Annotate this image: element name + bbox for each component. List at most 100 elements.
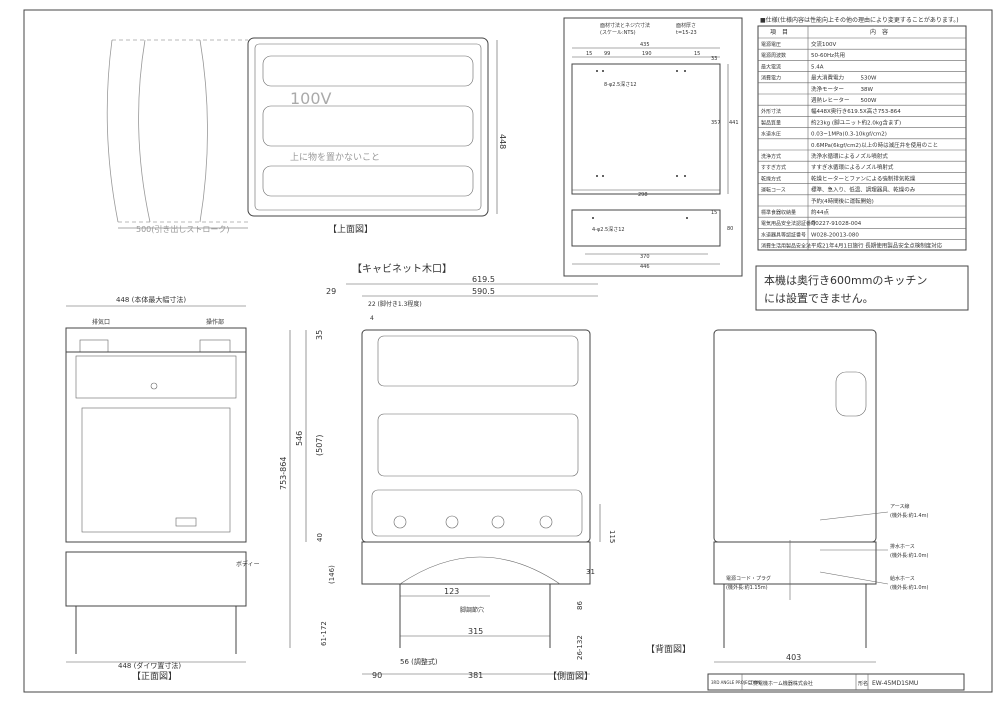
spec-row-content: 50-60Hz共用 <box>811 51 845 59</box>
cutout-dim-190: 190 <box>642 51 652 57</box>
spec-row-content: 乾燥ヒーターとファンによる強制排気乾燥 <box>811 174 916 182</box>
spec-row-item: 最大電流 <box>761 63 781 70</box>
spec-row-content: 洗浄水循環によるノズル噴射式 <box>811 152 888 160</box>
cutout-dim-441: 441 <box>729 120 739 126</box>
side-dim-507: (507) <box>315 434 324 456</box>
front-body <box>65 351 247 543</box>
back-label-supply-len: (機外長:約1.0m) <box>890 584 928 591</box>
drawer-ghost-right <box>199 39 208 223</box>
title-name-label: 形名 <box>858 680 868 687</box>
cutout-dim-15b: 15 <box>694 51 700 57</box>
title-company: 三菱電機ホーム機器株式会社 <box>748 680 813 687</box>
side-knob <box>445 515 459 529</box>
spec-row-item: 標準食器収納量 <box>761 209 796 216</box>
cutout-dim-435: 435 <box>640 42 650 48</box>
spec-table: ■仕様(仕様内容は性能向上その他の理由により変更することがあります。) 項 目 … <box>757 16 967 251</box>
side-dim-90: 90 <box>372 671 382 680</box>
title-block: 3RD ANGLE PROJECTION 三菱電機ホーム機器株式会社 形名 EW… <box>707 673 965 691</box>
cutout-thickness-a: 面材厚さ <box>676 22 696 29</box>
side-dim-381: 381 <box>468 671 483 680</box>
spec-row-item: 水道水圧 <box>761 131 781 138</box>
cutout-title-a: 面材寸法とネジ穴寸法 <box>600 22 650 29</box>
side-dim-315: 315 <box>468 627 483 636</box>
back-body <box>713 329 877 543</box>
cutout-thickness-b: t=15-23 <box>676 30 697 36</box>
side-dim-4: 4 <box>370 315 374 322</box>
back-label-earth-len: (機外長:約1.4m) <box>890 512 928 519</box>
side-dim-31: 31 <box>586 568 595 576</box>
notice-frame <box>755 265 969 311</box>
side-body <box>361 329 591 543</box>
back-label-cord: 電源コード・プラグ <box>726 575 771 582</box>
drawer-ghost-left2 <box>138 39 151 223</box>
spec-row-content: すすぎ水循環によるノズル噴射式 <box>811 163 894 171</box>
side-middle-ribs <box>377 413 579 477</box>
front-base <box>65 551 247 607</box>
spec-row-item: 消費生活用製品安全法 <box>761 243 811 250</box>
notice-line1: 本機は奥行き600mmのキッチン <box>764 273 927 287</box>
front-view: 448 (本体最大幅寸法) 排気口 操作部 ボディー 448 (ダイワ置寸法) … <box>65 295 260 682</box>
side-dim-35: 35 <box>315 330 324 340</box>
spec-row-content: 週熱レヒーター 500W <box>811 96 877 104</box>
spec-row-content: 0.03~1MPa(0.3-10kgf/cm2) <box>811 132 887 138</box>
top-panel-warning: 上に物を置かないこと <box>290 151 380 163</box>
spec-row-content: 平成21年4月1日施行 長期使用製品安全点検制度対応 <box>811 242 943 250</box>
back-vent <box>835 371 867 417</box>
screw-hole <box>676 175 678 177</box>
screw-hole <box>686 217 688 219</box>
top-rib-3 <box>262 165 474 197</box>
side-dim-26-132: 26-132 <box>576 635 584 660</box>
front-label-drain: 排気口 <box>92 318 110 326</box>
spec-row-content: 0.6MPa(6kgf/cm2)以上の時は減圧弁を使用のこと <box>811 141 938 149</box>
front-label-body: ボディー <box>236 560 260 568</box>
spec-row-content: 予約(4時間後に運転開始) <box>811 197 874 205</box>
drawer-ghost-left <box>106 39 119 223</box>
side-dim-115: 115 <box>608 530 616 543</box>
screw-hole <box>684 175 686 177</box>
side-dim-56: 56 (調整式) <box>400 657 438 666</box>
drawer-ghost-lines <box>112 39 248 223</box>
title-projection: 3RD ANGLE PROJECTION <box>711 680 760 685</box>
spec-row-content: 標準、急入り、低温、調理器具、乾燥のみ <box>811 186 916 194</box>
front-dim-448-top: 448 (本体最大幅寸法) <box>116 295 186 304</box>
notice-box: 本機は奥行き600mmのキッチン には設置できません。 <box>755 265 969 311</box>
sheet-border <box>23 9 993 693</box>
spec-row-content: D0227-91028-004 <box>811 221 862 227</box>
side-knob <box>491 515 505 529</box>
cutout-dim-80: 80 <box>727 226 733 232</box>
spec-row-content: 最大消費電力 530W <box>811 74 877 82</box>
cutout-upper-hole: 8-φ2.5深さ12 <box>604 81 637 88</box>
side-dim-619-5: 619.5 <box>472 275 495 284</box>
title-block-frame <box>707 673 965 691</box>
spec-row-content: 幅448X奥行き619.5X高さ753-864 <box>811 107 901 115</box>
cutout-upper-panel <box>571 63 721 195</box>
back-base <box>713 541 877 585</box>
spec-row-content: W028-20013-080 <box>811 232 859 238</box>
side-dim-40: 40 <box>316 533 324 542</box>
side-dim-61-172: 61-172 <box>320 621 328 646</box>
spec-row-item: 水道器具等認証番号 <box>761 231 806 238</box>
front-vent <box>79 339 109 353</box>
spec-row-item: 電源電圧 <box>761 41 781 48</box>
spec-row-item: 洗浄方式 <box>761 153 781 160</box>
side-dim-123: 123 <box>444 587 459 596</box>
side-base-arch <box>399 556 561 585</box>
cutout-dim-370: 370 <box>640 254 650 260</box>
front-center-bolt <box>150 382 158 390</box>
spec-row-item: 乾燥方式 <box>761 175 781 182</box>
side-lower-housing <box>371 489 583 537</box>
title-model: EW-45MD1SMU <box>872 680 918 687</box>
spec-row-content: 洗浄モーター 38W <box>811 85 873 93</box>
cutout-dim-15: 15 <box>711 210 717 216</box>
notice-line2: には設置できません。 <box>764 291 874 305</box>
back-dim-403: 403 <box>786 653 801 662</box>
cutout-box: 面材寸法とネジ穴寸法 (スケール:NTS) 面材厚さ t=15-23 435 1… <box>563 17 743 277</box>
top-rib-1 <box>262 55 474 87</box>
side-label-adjust: 脚調節穴 <box>460 606 484 614</box>
back-label-drain-hose: 排水ホース <box>890 543 915 550</box>
front-panel <box>199 339 231 353</box>
screw-hole <box>602 70 604 72</box>
spec-row-item: 製品質量 <box>761 119 781 126</box>
